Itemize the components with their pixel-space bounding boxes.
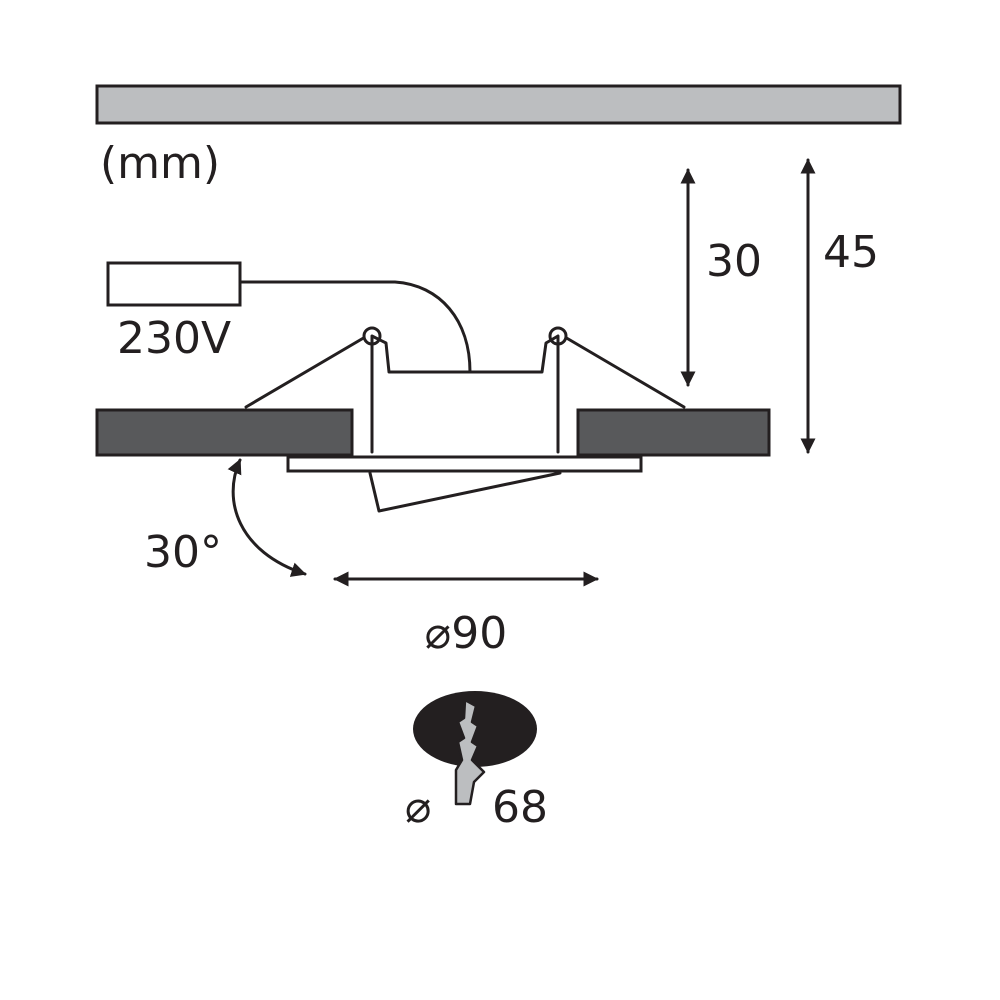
depth-total-label: 45 xyxy=(823,227,879,278)
ceiling-panel-right xyxy=(576,408,771,457)
tilt-angle-arrow xyxy=(227,458,307,577)
ceiling-panel-left xyxy=(95,408,354,457)
voltage-label: 230V xyxy=(117,313,231,364)
spring-clip-left xyxy=(244,331,374,409)
trim-ring xyxy=(286,455,643,473)
fixture-housing xyxy=(370,334,560,454)
diameter-outer-label: ⌀90 xyxy=(425,608,507,659)
tilted-lamp-body xyxy=(368,471,562,513)
cutout-diameter-value: 68 xyxy=(492,782,548,833)
driver-box xyxy=(106,261,242,307)
supply-cable xyxy=(238,280,472,374)
tilt-angle-label: 30° xyxy=(144,527,222,578)
ceiling-bar xyxy=(95,84,902,125)
depth-inner-label: 30 xyxy=(706,236,762,287)
units-label: (mm) xyxy=(100,138,220,189)
cutout-diameter-symbol: ⌀ xyxy=(405,782,432,833)
spring-clip-right xyxy=(556,331,686,409)
hole-saw-icon xyxy=(454,698,486,806)
